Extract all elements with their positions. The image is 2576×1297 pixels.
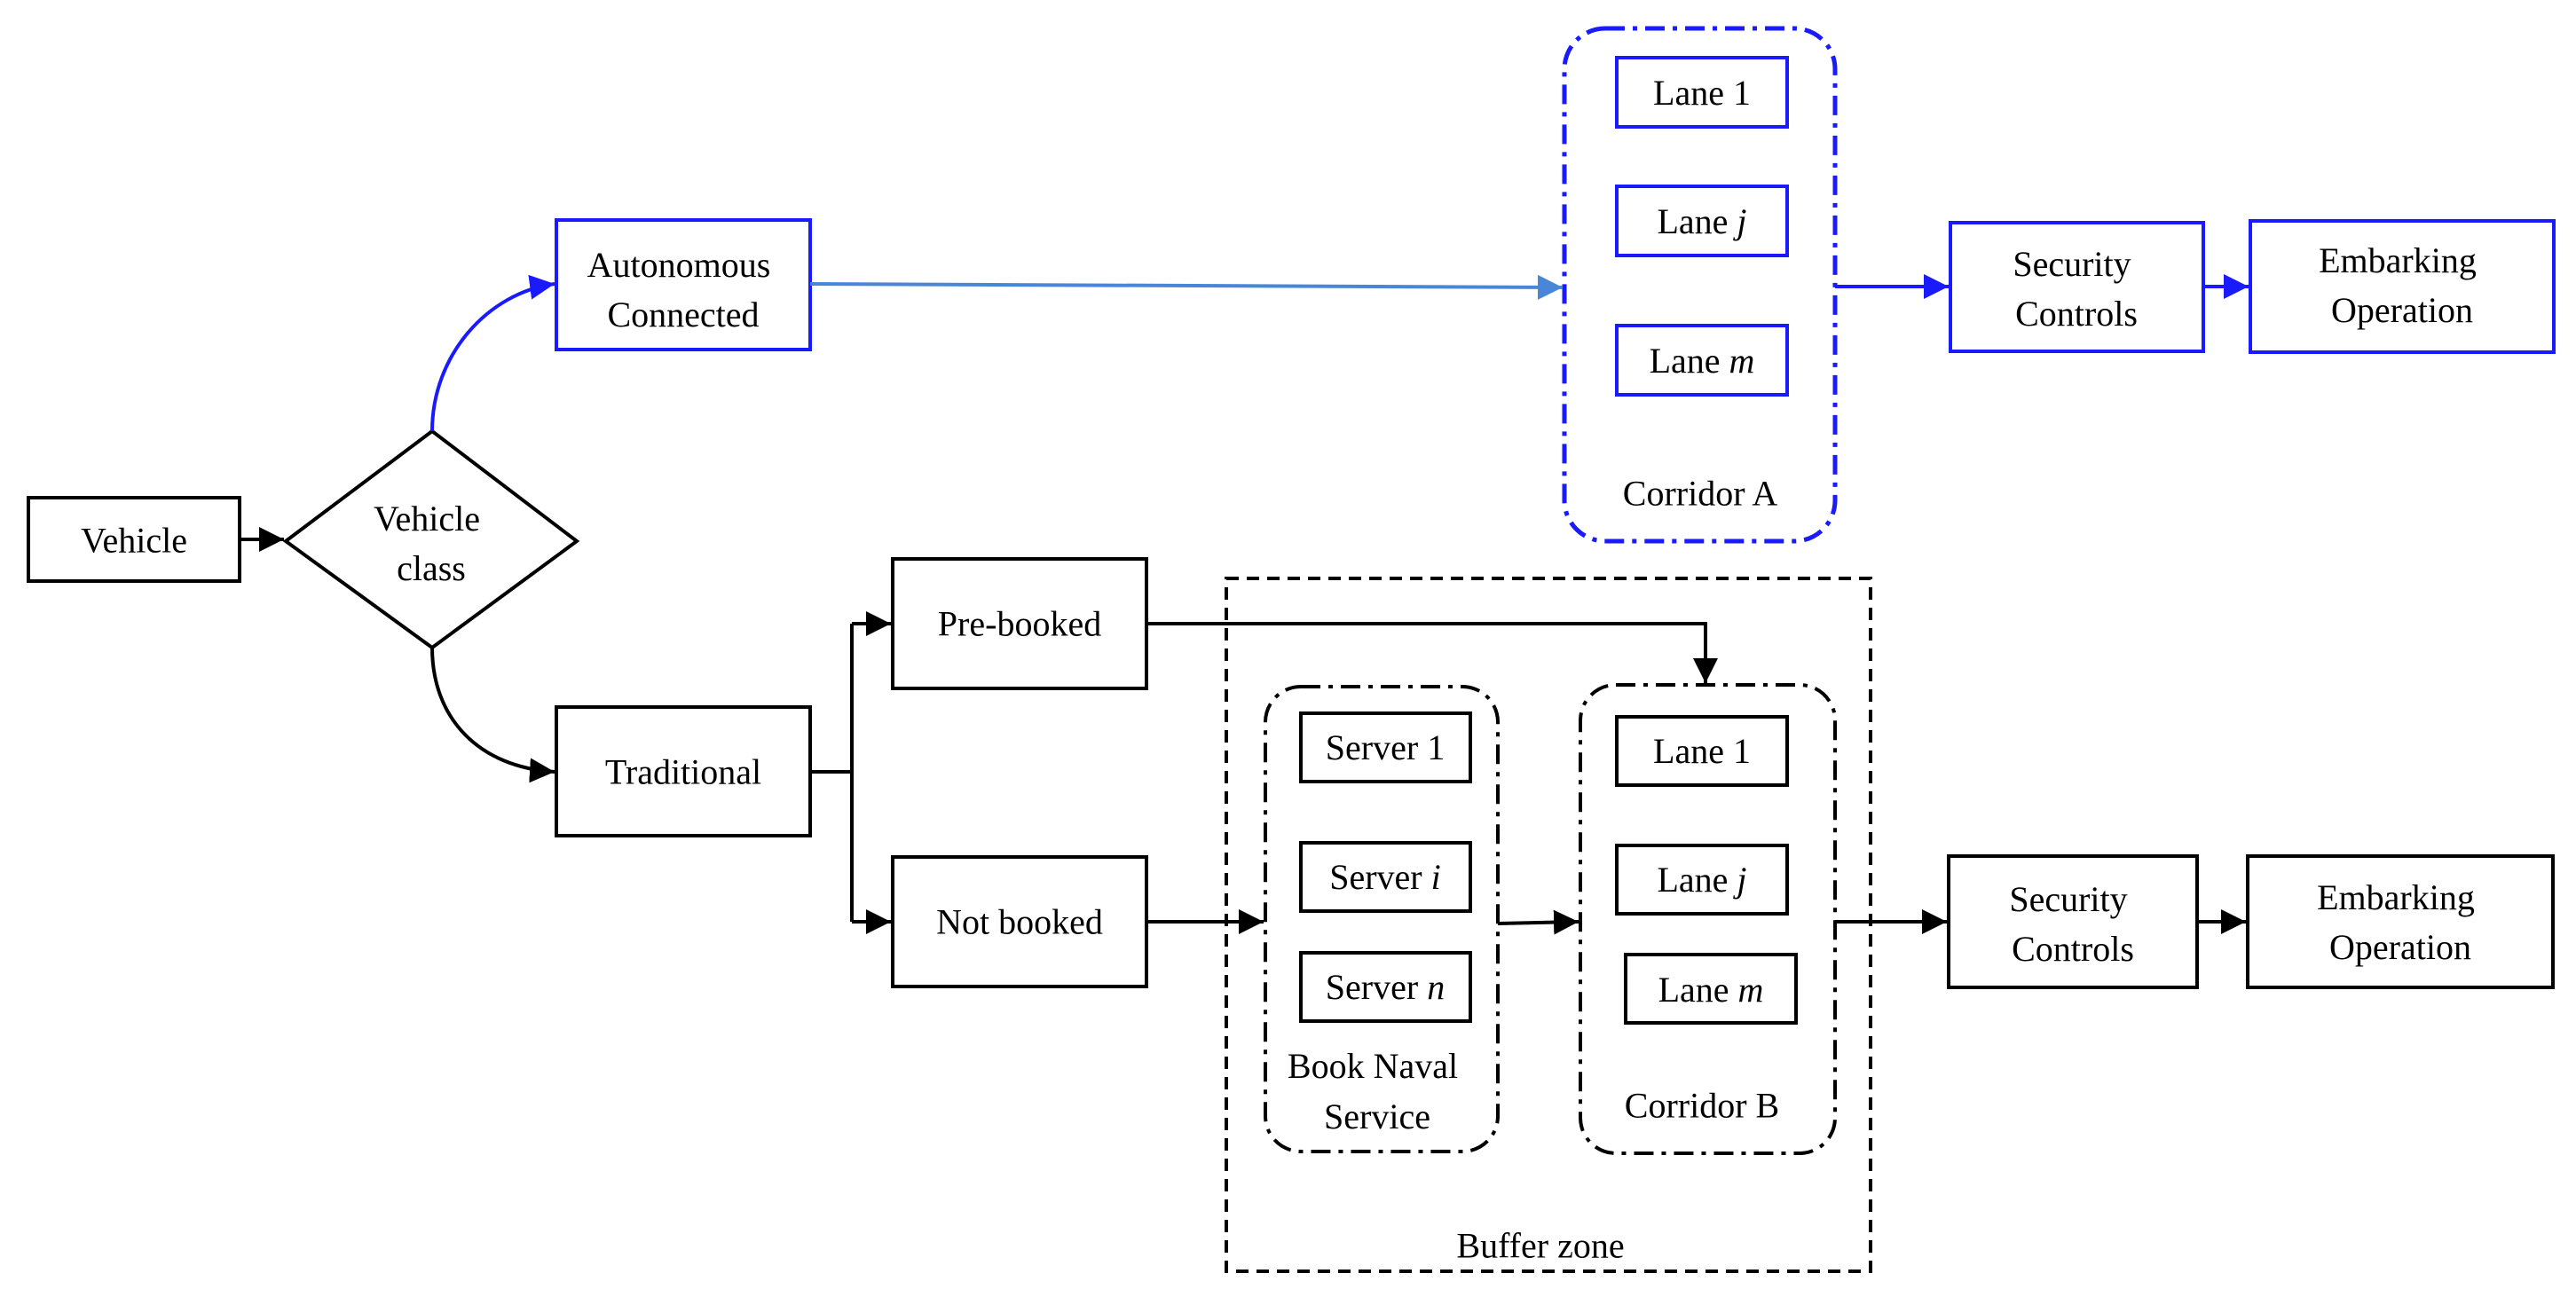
corridor-b-lane-1-label: Lane 1 xyxy=(1653,731,1751,771)
server-n-box xyxy=(1299,951,1472,1023)
pre-booked-label: Pre-booked xyxy=(938,604,1101,644)
server-1-box xyxy=(1299,711,1472,783)
traditional-label: Traditional xyxy=(605,752,761,792)
bottom-security-controls-label: Security Controls xyxy=(2009,879,2136,969)
corridor-a-lane-j-label: Lane j xyxy=(1657,201,1746,241)
bottom-embarking-operation-label: Embarking Operation xyxy=(2317,877,2484,967)
book-naval-service-container xyxy=(1264,685,1500,1153)
arrow-book-naval-to-corridor-b xyxy=(1497,909,1579,935)
server-n-label: Server n xyxy=(1326,967,1445,1007)
arrow-class-to-autonomous xyxy=(430,274,555,432)
vehicle-class-decision xyxy=(282,428,580,650)
corridor-b-lane-m-box xyxy=(1624,953,1798,1025)
arrow-pre-booked-to-corridor-b xyxy=(1146,622,1718,683)
arrow-autonomous-to-corridor-a xyxy=(809,274,1564,300)
corridor-b-lane-j-box xyxy=(1615,844,1789,916)
not-booked-label: Not booked xyxy=(936,902,1103,942)
corridor-b-lane-1-box xyxy=(1615,715,1789,787)
corridor-b-lane-j-label: Lane j xyxy=(1657,860,1746,900)
corridor-a-label: Corridor A xyxy=(1623,474,1778,514)
corridor-b-label: Corridor B xyxy=(1625,1086,1779,1126)
book-naval-service-label: Book Naval Service xyxy=(1288,1046,1467,1136)
corridor-a-lane-m-label: Lane m xyxy=(1650,341,1755,381)
top-embarking-operation-box xyxy=(2249,219,2556,354)
top-security-controls-label: Security Controls xyxy=(2013,244,2139,334)
server-1-label: Server 1 xyxy=(1326,727,1445,767)
bottom-embarking-operation-box xyxy=(2246,854,2555,989)
vehicle-label: Vehicle xyxy=(81,521,187,561)
buffer-zone-container xyxy=(1225,577,1872,1273)
arrow-class-to-traditional xyxy=(430,647,555,783)
top-embarking-operation-label: Embarking Operation xyxy=(2319,240,2485,330)
server-i-label: Server i xyxy=(1329,857,1441,897)
corridor-b-lane-m-label: Lane m xyxy=(1658,970,1764,1010)
corridor-b-group: Lane 1 Lane j Lane m Corridor B xyxy=(1579,683,1837,1155)
corridor-a-lane-1-box xyxy=(1615,56,1789,129)
vehicle-class-label: Vehicle class xyxy=(374,499,489,588)
corridor-a-lane-1-label: Lane 1 xyxy=(1653,73,1751,113)
corridor-a-lane-j-box xyxy=(1615,185,1789,257)
autonomous-connected-label: Autonomous Connected xyxy=(587,245,780,334)
book-naval-service-group: Server 1 Server i Server n Book Naval Se… xyxy=(1264,685,1500,1153)
corridor-a-group: Lane 1 Lane j Lane m Corridor A xyxy=(1562,26,1838,544)
buffer-zone-label: Buffer zone xyxy=(1456,1226,1624,1266)
corridor-b-container xyxy=(1579,683,1837,1155)
server-i-box xyxy=(1299,841,1472,913)
corridor-a-lane-m-box xyxy=(1615,324,1789,397)
